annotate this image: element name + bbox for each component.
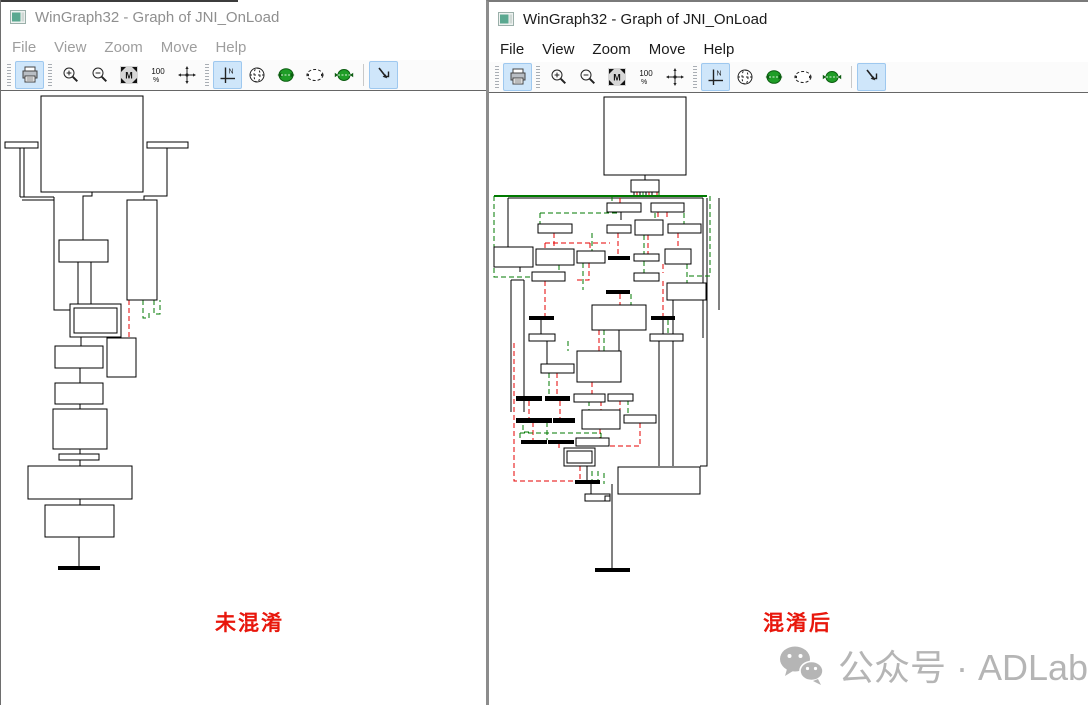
wechat-icon — [780, 646, 824, 685]
show-axes-icon: N — [708, 69, 723, 85]
zoom-fit-button[interactable]: M — [602, 63, 631, 91]
window-unobfuscated: WinGraph32 - Graph of JNI_OnLoad File Vi… — [0, 0, 486, 705]
toolbar: M 100 % — [489, 62, 1088, 93]
toolbar: M 100 % — [1, 60, 486, 91]
print-button[interactable] — [15, 61, 44, 89]
sphere-move-icon — [822, 71, 841, 83]
ellipse-dashed-icon — [793, 71, 812, 83]
show-axes-button[interactable]: N — [701, 63, 730, 91]
show-axes-icon: N — [220, 67, 235, 83]
svg-text:100: 100 — [639, 69, 653, 78]
menu-file[interactable]: File — [500, 40, 525, 58]
zoom-fit-button[interactable]: M — [114, 61, 143, 89]
menu-file[interactable]: File — [12, 38, 37, 56]
sphere-green-button[interactable] — [759, 63, 788, 91]
print-button[interactable] — [503, 63, 532, 91]
menu-view[interactable]: View — [542, 40, 575, 58]
window-obfuscated: WinGraph32 - Graph of JNI_OnLoad File Vi… — [486, 0, 1088, 705]
svg-text:100: 100 — [151, 67, 165, 76]
center-graph-button[interactable] — [660, 63, 689, 91]
toolbar-grip[interactable] — [536, 66, 540, 88]
menu-move[interactable]: Move — [648, 40, 686, 58]
zoom-fit-icon: M — [607, 68, 626, 86]
menu-move[interactable]: Move — [160, 38, 198, 56]
zoom-in-icon — [551, 69, 566, 85]
graph-canvas-obfuscated[interactable]: 混淆后 公众号 · ADLab — [489, 93, 1088, 703]
select-pointer-icon — [377, 67, 389, 79]
toolbar-grip[interactable] — [7, 64, 11, 86]
ellipse-dashed-icon — [305, 69, 324, 81]
zoom-100-button[interactable]: 100 % — [143, 61, 172, 89]
sphere-outline-button[interactable] — [242, 61, 271, 89]
watermark-text: 公众号 · ADLab — [838, 647, 1088, 688]
zoom-100-icon: 100 % — [151, 67, 165, 84]
sphere-outline-button[interactable] — [730, 63, 759, 91]
toolbar-grip[interactable] — [693, 66, 697, 88]
zoom-out-button[interactable] — [573, 63, 602, 91]
zoom-out-icon — [580, 69, 595, 85]
select-pointer-icon — [865, 69, 877, 81]
toolbar-grip[interactable] — [205, 64, 209, 86]
menu-help[interactable]: Help — [215, 38, 247, 56]
toolbar-grip[interactable] — [495, 66, 499, 88]
sphere-outline-icon — [249, 67, 264, 83]
sphere-green-button[interactable] — [271, 61, 300, 89]
window-title: WinGraph32 - Graph of JNI_OnLoad — [523, 10, 768, 28]
titlebar[interactable]: WinGraph32 - Graph of JNI_OnLoad — [489, 2, 1088, 36]
print-icon — [22, 66, 37, 83]
toolbar-grip[interactable] — [48, 64, 52, 86]
sphere-green-icon — [765, 70, 782, 84]
window-top-border — [1, 0, 238, 2]
menubar: File View Zoom Move Help — [1, 34, 486, 60]
sphere-move-button[interactable] — [329, 61, 358, 89]
flow-graph-obfuscated — [493, 96, 720, 572]
toolbar-separator — [363, 64, 364, 86]
zoom-in-icon — [63, 67, 78, 83]
zoom-out-button[interactable] — [85, 61, 114, 89]
svg-text:N: N — [716, 71, 721, 78]
window-title: WinGraph32 - Graph of JNI_OnLoad — [35, 8, 280, 26]
print-icon — [510, 68, 525, 85]
sphere-move-button[interactable] — [817, 63, 846, 91]
sphere-outline-icon — [737, 69, 752, 85]
zoom-out-icon — [92, 67, 107, 83]
ellipse-dashed-button[interactable] — [788, 63, 817, 91]
svg-text:%: % — [153, 77, 159, 84]
wingraph-app-icon — [498, 12, 514, 26]
toolbar-separator — [851, 66, 852, 88]
svg-text:%: % — [641, 79, 647, 86]
caption-unobfuscated: 未混淆 — [215, 611, 284, 635]
zoom-100-button[interactable]: 100 % — [631, 63, 660, 91]
sphere-move-icon — [334, 69, 353, 81]
select-pointer-button[interactable] — [857, 63, 886, 91]
svg-text:M: M — [613, 73, 621, 83]
ellipse-dashed-button[interactable] — [300, 61, 329, 89]
sphere-green-icon — [277, 68, 294, 82]
zoom-fit-icon: M — [119, 66, 138, 84]
select-pointer-button[interactable] — [369, 61, 398, 89]
graph-canvas-unobfuscated[interactable]: 未混淆 — [1, 91, 486, 703]
svg-text:M: M — [125, 71, 133, 81]
zoom-in-button[interactable] — [56, 61, 85, 89]
menu-zoom[interactable]: Zoom — [104, 38, 143, 56]
menubar: File View Zoom Move Help — [489, 36, 1088, 62]
center-graph-icon — [177, 66, 196, 84]
menu-help[interactable]: Help — [703, 40, 735, 58]
svg-text:N: N — [228, 69, 233, 76]
center-graph-icon — [665, 68, 684, 86]
menu-zoom[interactable]: Zoom — [592, 40, 631, 58]
caption-obfuscated: 混淆后 — [763, 611, 832, 635]
wingraph-app-icon — [10, 10, 26, 24]
zoom-100-icon: 100 % — [639, 69, 653, 86]
titlebar[interactable]: WinGraph32 - Graph of JNI_OnLoad — [1, 0, 486, 34]
watermark: 公众号 · ADLab — [778, 639, 1088, 691]
center-graph-button[interactable] — [172, 61, 201, 89]
zoom-in-button[interactable] — [544, 63, 573, 91]
flow-graph-unobfuscated — [4, 95, 189, 570]
show-axes-button[interactable]: N — [213, 61, 242, 89]
menu-view[interactable]: View — [54, 38, 87, 56]
